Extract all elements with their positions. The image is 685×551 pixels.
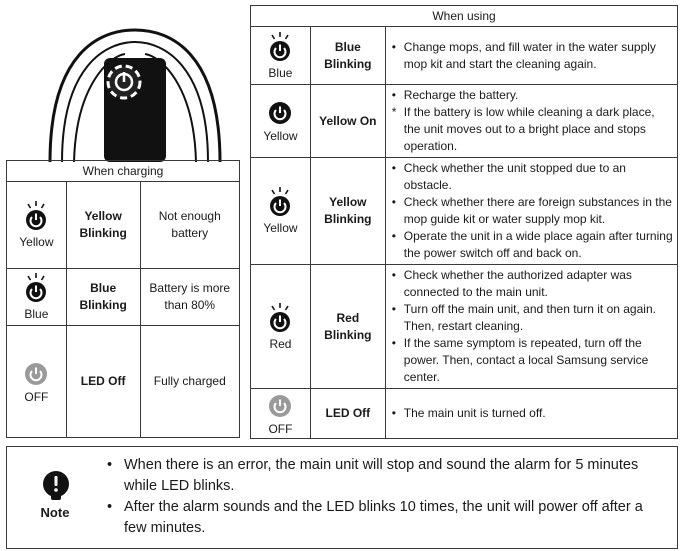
power-on-icon (269, 102, 292, 124)
action-list: The main unit is turned off. (384, 388, 679, 439)
led-icon-cell: Blue (250, 26, 311, 85)
note-item: After the alarm sounds and the LED blink… (107, 497, 667, 539)
blinking-power-icon (270, 187, 291, 216)
blinking-power-icon (270, 302, 291, 332)
led-color-label: Blue (24, 307, 49, 321)
led-state-cell: LED Off (309, 388, 386, 439)
status-description: Fully charged (139, 325, 241, 438)
list-item: Recharge the battery. (392, 87, 673, 104)
led-color-label: Red (269, 336, 292, 351)
list-item: Check whether the unit stopped due to an… (392, 160, 673, 194)
led-color-label: OFF (24, 389, 49, 404)
led-icon-cell: Yellow (6, 181, 67, 269)
action-list: Recharge the battery. If the battery is … (384, 84, 679, 158)
lightbulb-icon (43, 471, 69, 500)
list-item: Check whether there are foreign substanc… (392, 194, 673, 228)
using-table-header: When using (250, 5, 678, 27)
led-color-label: Yellow (19, 235, 54, 249)
device-handle-illustration (48, 28, 222, 162)
list-item: The main unit is turned off. (392, 405, 673, 422)
list-item: Check whether the authorized adapter was… (392, 267, 673, 301)
note-list: When there is an error, the main unit wi… (107, 455, 667, 539)
note-label: Note (40, 505, 70, 520)
led-color-label: Yellow (263, 221, 298, 235)
action-list: Change mops, and fill water in the water… (384, 26, 679, 85)
note-item: When there is an error, the main unit wi… (107, 455, 667, 497)
list-item: Change mops, and fill water in the water… (392, 39, 673, 73)
led-color-label: Yellow (263, 129, 298, 143)
led-icon-cell: Blue (6, 268, 67, 326)
blinking-power-icon (270, 31, 291, 61)
note-box: Note When there is an error, the main un… (6, 446, 678, 549)
list-item: Turn off the main unit, and then turn it… (392, 301, 673, 335)
led-icon-cell: Red (250, 264, 311, 389)
blinking-power-icon (26, 201, 47, 230)
action-list: Check whether the authorized adapter was… (384, 264, 679, 389)
led-state-cell: LED Off (65, 325, 141, 438)
led-color-label: Blue (268, 65, 293, 80)
list-item: If the same symptom is repeated, turn of… (392, 335, 673, 386)
led-icon-cell: OFF (6, 325, 67, 438)
power-off-icon (25, 362, 48, 385)
led-icon-cell: OFF (250, 388, 311, 439)
charging-table-header: When charging (6, 160, 240, 182)
led-state-cell: Yellow On (309, 84, 386, 158)
led-icon-cell: Yellow (250, 157, 311, 265)
blinking-power-icon (26, 273, 47, 302)
led-color-label: OFF (268, 421, 293, 436)
power-off-icon (269, 394, 292, 417)
led-icon-cell: Yellow (250, 84, 311, 158)
action-list: Check whether the unit stopped due to an… (384, 157, 679, 265)
list-item: If the battery is low while cleaning a d… (392, 104, 673, 155)
list-item: Operate the unit in a wide place again a… (392, 228, 673, 262)
